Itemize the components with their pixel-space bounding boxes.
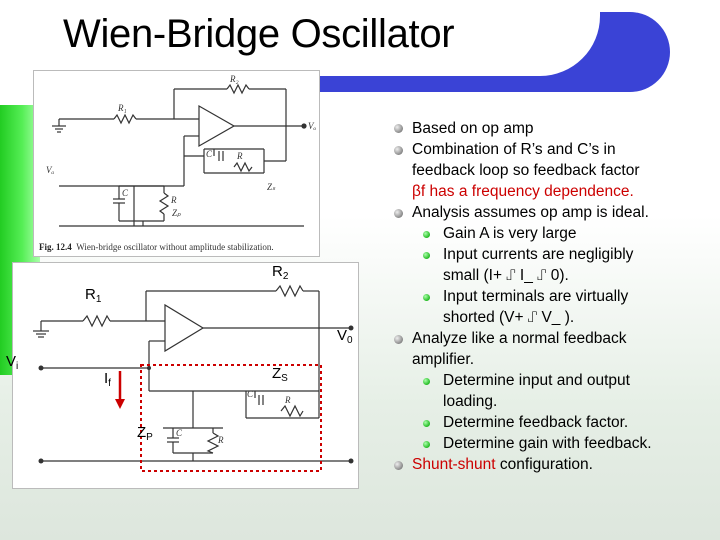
fig1-label-r2: R₂ bbox=[229, 74, 239, 84]
label-vo: V0 bbox=[337, 327, 353, 346]
label-r1: R1 bbox=[85, 286, 102, 305]
fig2-label-r-series: R bbox=[284, 395, 291, 405]
subbullet-1: Gain A is very large bbox=[443, 225, 577, 242]
feedback-network-box bbox=[140, 364, 322, 472]
fig1-label-vd: Vₐ bbox=[46, 165, 54, 175]
bullet-dot-3 bbox=[394, 209, 403, 218]
bullet-4-line-2: amplifier. bbox=[412, 351, 475, 368]
label-zp: ZP bbox=[137, 424, 153, 443]
fig2-label-r-parallel: R bbox=[217, 435, 224, 445]
label-if: If bbox=[104, 370, 111, 389]
configuration-text: configuration. bbox=[495, 456, 593, 473]
beta-f-symbol: βf bbox=[412, 183, 426, 200]
fig1-label-zs: Zₛ bbox=[267, 182, 276, 192]
if-arrowhead bbox=[115, 399, 125, 409]
bullet-4-line-1: Analyze like a normal feedback bbox=[412, 330, 627, 347]
fig2-label-c-series: C bbox=[247, 389, 254, 399]
textbook-circuit-diagram: R₂ R₁ Vₒ Vₐ C R Zₛ C R Zₚ bbox=[46, 74, 316, 227]
label-vi: Vi bbox=[6, 353, 19, 372]
frequency-dependence-text: has a frequency dependence. bbox=[425, 183, 634, 200]
title-background bbox=[0, 0, 600, 76]
slide-title: Wien-Bridge Oscillator bbox=[63, 12, 455, 56]
subbullet-3-line-2: shorted (V+ ⑀ V_ ). bbox=[443, 309, 575, 326]
figure-caption-number: Fig. 12.4 bbox=[39, 242, 72, 252]
fig2-label-c-parallel: C bbox=[176, 428, 183, 438]
fig1-label-r1: R₁ bbox=[117, 103, 127, 113]
subbullet-dot-2 bbox=[423, 252, 430, 259]
subbullet-2-line-2: small (I+ ⑀ I_ ⑀ 0). bbox=[443, 267, 569, 284]
label-r2: R2 bbox=[272, 263, 289, 282]
subbullet-dot-4 bbox=[423, 378, 430, 385]
bullet-2-line-3: βf has a frequency dependence. bbox=[412, 181, 634, 202]
shunt-shunt-text: Shunt-shunt bbox=[412, 456, 496, 473]
bullet-1: Based on op amp bbox=[412, 120, 534, 137]
fig1-label-zp: Zₚ bbox=[172, 208, 181, 218]
subbullet-dot-1 bbox=[423, 231, 430, 238]
subbullet-2-line-1: Input currents are negligibly bbox=[443, 246, 634, 263]
subbullet-dot-5 bbox=[423, 420, 430, 427]
bullet-dot-4 bbox=[394, 335, 403, 344]
subbullet-dot-6 bbox=[423, 441, 430, 448]
bullet-3: Analysis assumes op amp is ideal. bbox=[412, 204, 649, 221]
label-zs: ZS bbox=[272, 365, 288, 384]
figure-annotated: C R C R bbox=[12, 262, 359, 489]
bullet-dot-1 bbox=[394, 124, 403, 133]
fig1-label-r-parallel: R bbox=[170, 195, 177, 205]
figure-caption: Fig. 12.4 Wien-bridge oscillator without… bbox=[39, 242, 274, 252]
subbullet-6: Determine gain with feedback. bbox=[443, 435, 652, 452]
annotated-circuit-diagram: C R C R bbox=[33, 284, 354, 472]
fig1-label-vo: Vₒ bbox=[308, 121, 316, 131]
fig1-label-c-series: C bbox=[206, 149, 213, 159]
bullet-dot-5 bbox=[394, 461, 403, 470]
bullet-5: Shunt-shunt configuration. bbox=[412, 454, 593, 475]
fig1-label-c-parallel: C bbox=[122, 188, 129, 198]
bullet-2-line-2: feedback loop so feedback factor bbox=[412, 162, 640, 179]
subbullet-dot-3 bbox=[423, 294, 430, 301]
subbullet-4-line-1: Determine input and output bbox=[443, 372, 630, 389]
figure-textbook: R₂ R₁ Vₒ Vₐ C R Zₛ C R Zₚ Fig. 12.4 Wien… bbox=[33, 70, 320, 257]
subbullet-3-line-1: Input terminals are virtually bbox=[443, 288, 629, 305]
subbullet-4-line-2: loading. bbox=[443, 393, 498, 410]
bullet-2-line-1: Combination of R’s and C’s in bbox=[412, 141, 616, 158]
figure-caption-text: Wien-bridge oscillator without amplitude… bbox=[76, 242, 274, 252]
subbullet-5: Determine feedback factor. bbox=[443, 414, 629, 431]
bullet-dot-2 bbox=[394, 146, 403, 155]
fig1-label-r-series: R bbox=[236, 151, 243, 161]
